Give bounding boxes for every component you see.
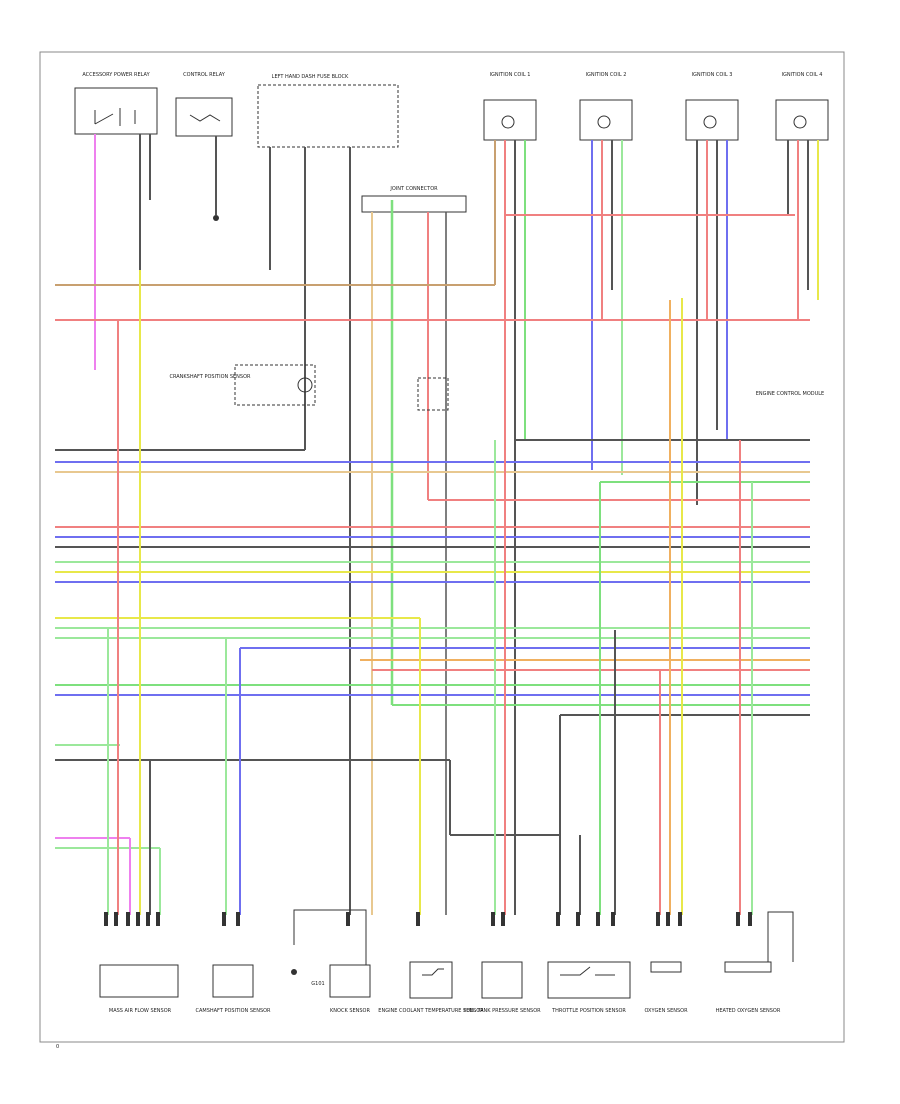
- ground-bracket: [293, 909, 367, 965]
- relay-switch-symbol: [94, 108, 136, 126]
- ground-label: G101: [311, 981, 324, 987]
- heated-oxygen-sensor-label: HEATED OXYGEN SENSOR: [716, 1008, 781, 1014]
- connector-pin-13: [576, 912, 580, 926]
- crankshaft-sensor-label: CRANKSHAFT POSITION SENSOR: [169, 374, 251, 380]
- ignition-coil-2-label: IGNITION COIL 2: [586, 72, 627, 78]
- lower-vertical-wires: [107, 270, 753, 915]
- connector-pin-9: [416, 912, 420, 926]
- accessory-power-relay-box: [74, 87, 158, 135]
- ignition-coil-1-box: [483, 99, 537, 141]
- ground-dot-top: [213, 215, 219, 221]
- ignition-coil-4-label: IGNITION COIL 4: [782, 72, 823, 78]
- connector-pin-12: [556, 912, 560, 926]
- accessory-power-relay-label: ACCESSORY POWER RELAY: [82, 72, 150, 78]
- coil-3-symbol: [703, 115, 717, 129]
- fuse-block-label: LEFT HAND DASH FUSE BLOCK: [272, 74, 349, 80]
- bottom-components: [99, 909, 794, 999]
- crankshaft-sensor-box: [234, 364, 316, 406]
- connector-pin-15: [611, 912, 615, 926]
- hos-ground-bracket: [767, 911, 794, 962]
- connector-pin-7: [236, 912, 240, 926]
- top-stub-wires: [94, 134, 819, 915]
- coil-4-symbol: [793, 115, 807, 129]
- coil-1-symbol: [501, 115, 515, 129]
- coil-2-symbol: [597, 115, 611, 129]
- ecm-label: ENGINE CONTROL MODULE: [756, 391, 824, 397]
- diagram-frame: [39, 51, 845, 1043]
- crankshaft-sensor-symbol: [297, 377, 313, 393]
- sensor-small-box: [417, 377, 449, 411]
- camshaft-sensor-box: [212, 964, 254, 998]
- tps-box: [547, 961, 631, 999]
- control-relay-box: [175, 97, 233, 137]
- bottom-connector-ticks: [104, 912, 752, 926]
- ect-sensor-symbol: [422, 968, 444, 976]
- maf-sensor-box: [99, 964, 179, 998]
- connector-pin-6: [222, 912, 226, 926]
- top-labels: ACCESSORY POWER RELAY CONTROL RELAY LEFT…: [82, 72, 822, 80]
- camshaft-sensor-label: CAMSHAFT POSITION SENSOR: [195, 1008, 271, 1014]
- connector-pin-10: [491, 912, 495, 926]
- oxygen-sensor-label: OXYGEN SENSOR: [644, 1008, 688, 1014]
- crankshaft-sensor: CRANKSHAFT POSITION SENSOR: [169, 364, 316, 406]
- fuse-block-box: [257, 84, 399, 148]
- fuel-tank-sensor-box: [481, 961, 523, 999]
- footer-reference: 0: [56, 1044, 59, 1050]
- connector-pin-19: [736, 912, 740, 926]
- ect-sensor-box: [409, 961, 453, 999]
- ignition-coil-3-label: IGNITION COIL 3: [692, 72, 733, 78]
- connector-pin-2: [126, 912, 130, 926]
- heated-oxygen-sensor-box: [724, 961, 772, 973]
- relay-coil-symbol: [189, 114, 221, 122]
- knock-sensor-label: KNOCK SENSOR: [330, 1008, 370, 1014]
- tps-symbol: [560, 966, 615, 976]
- connector-pin-18: [678, 912, 682, 926]
- ignition-coil-2-box: [579, 99, 633, 141]
- maf-sensor-label: MASS AIR FLOW SENSOR: [109, 1008, 172, 1014]
- connector-pin-11: [501, 912, 505, 926]
- connector-pin-1: [114, 912, 118, 926]
- connector-pin-0: [104, 912, 108, 926]
- oxygen-sensor-box: [650, 961, 682, 973]
- ignition-coil-1-label: IGNITION COIL 1: [490, 72, 531, 78]
- joint-connector-label: JOINT CONNECTOR: [389, 186, 438, 192]
- ect-sensor-label: ENGINE COOLANT TEMPERATURE SENSOR: [378, 1008, 484, 1014]
- tps-label: THROTTLE POSITION SENSOR: [551, 1008, 626, 1014]
- ground-symbols: G101: [213, 215, 325, 987]
- bottom-labels: MASS AIR FLOW SENSOR CAMSHAFT POSITION S…: [109, 1008, 781, 1014]
- control-relay-label: CONTROL RELAY: [183, 72, 226, 78]
- connector-pin-3: [136, 912, 140, 926]
- connector-pin-17: [666, 912, 670, 926]
- connector-pin-5: [156, 912, 160, 926]
- connector-pin-14: [596, 912, 600, 926]
- connector-pin-8: [346, 912, 350, 926]
- joint-connector-box: [361, 195, 467, 213]
- connector-pin-16: [656, 912, 660, 926]
- connector-pin-20: [748, 912, 752, 926]
- top-components: [74, 84, 829, 148]
- ignition-coil-3-box: [685, 99, 739, 141]
- connector-pin-4: [146, 912, 150, 926]
- knock-sensor-box: [329, 964, 371, 998]
- fuel-tank-sensor-label: FUEL TANK PRESSURE SENSOR: [463, 1008, 541, 1014]
- ground-dot-bottom: [291, 969, 297, 975]
- ignition-coil-4-box: [775, 99, 829, 141]
